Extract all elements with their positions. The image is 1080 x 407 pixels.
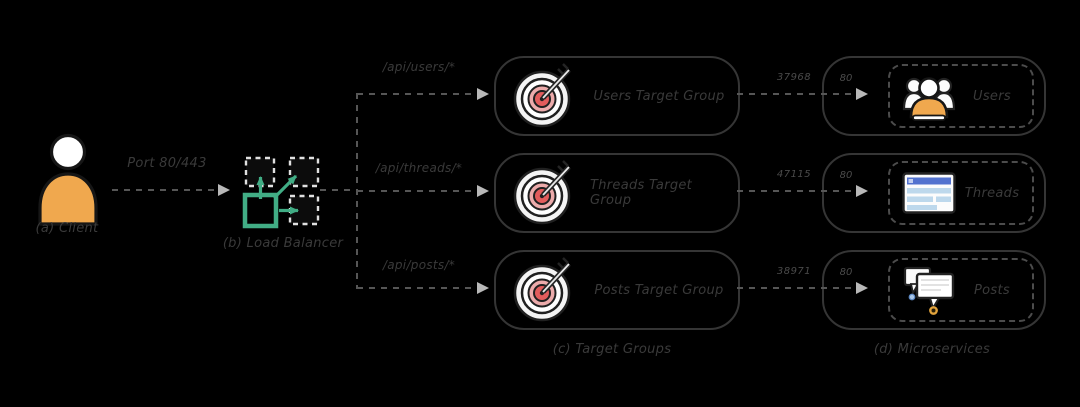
target-groups-caption: (c) Target Groups	[552, 342, 672, 357]
microservice-label: Users	[973, 88, 1011, 104]
target-group-box-posts: Posts Target Group	[494, 250, 740, 330]
target-group-label: Posts Target Group	[594, 282, 724, 298]
route-path-label-users: /api/users/*	[382, 60, 456, 74]
route-arrowhead-users	[477, 88, 489, 100]
microservices-caption: (d) Microservices	[873, 342, 991, 357]
client-port-label: Port 80/443	[127, 156, 207, 171]
service-port-label: 80	[839, 170, 853, 181]
microservice-box-users: 80 Users	[822, 56, 1046, 136]
ephemeral-port-label-users: 37968	[776, 72, 812, 83]
ephemeral-port-label-posts: 38971	[776, 266, 812, 277]
ephemeral-port-label-threads: 47115	[776, 169, 812, 180]
service-arrow-posts	[737, 287, 858, 289]
target-group-box-threads: Threads Target Group	[494, 153, 740, 233]
microservice-inner-box: Threads	[888, 161, 1034, 225]
target-group-box-users: Users Target Group	[494, 56, 740, 136]
route-arrow-users	[357, 93, 477, 95]
client-person-icon	[38, 133, 98, 226]
load-balancer-icon	[242, 156, 320, 229]
load-balancer-label: (b) Load Balancer	[222, 236, 344, 251]
service-arrowhead-posts	[856, 282, 868, 294]
microservice-box-threads: 80 Threads	[822, 153, 1046, 233]
client-to-lb-arrow-line	[112, 189, 218, 191]
microservice-box-posts: 80 Posts	[822, 250, 1046, 330]
service-arrow-users	[737, 93, 858, 95]
service-arrowhead-users	[856, 88, 868, 100]
users-group-icon	[902, 77, 956, 121]
bullseye-icon	[513, 257, 571, 322]
client-label: (a) Client	[35, 221, 99, 236]
microservice-inner-box: Posts	[888, 258, 1034, 322]
target-group-label: Threads Target Group	[590, 178, 693, 208]
route-path-label-threads: /api/threads/*	[375, 161, 463, 175]
route-arrowhead-posts	[477, 282, 489, 294]
service-port-label: 80	[839, 267, 853, 278]
bullseye-icon	[513, 160, 571, 225]
client-to-lb-arrowhead	[218, 184, 230, 196]
route-arrow-posts	[357, 287, 477, 289]
route-arrow-threads	[357, 190, 477, 192]
lb-branch-feed-line	[320, 189, 357, 191]
target-group-label: Users Target Group	[593, 88, 725, 104]
posts-chat-icon	[903, 266, 955, 315]
service-port-label: 80	[839, 73, 853, 84]
bullseye-icon	[513, 63, 571, 128]
microservice-label: Threads	[964, 185, 1020, 201]
threads-list-icon	[902, 172, 956, 214]
service-arrowhead-threads	[856, 185, 868, 197]
route-arrowhead-threads	[477, 185, 489, 197]
microservice-label: Posts	[974, 282, 1010, 298]
route-path-label-posts: /api/posts/*	[382, 258, 456, 272]
service-arrow-threads	[737, 190, 858, 192]
microservice-inner-box: Users	[888, 64, 1034, 128]
